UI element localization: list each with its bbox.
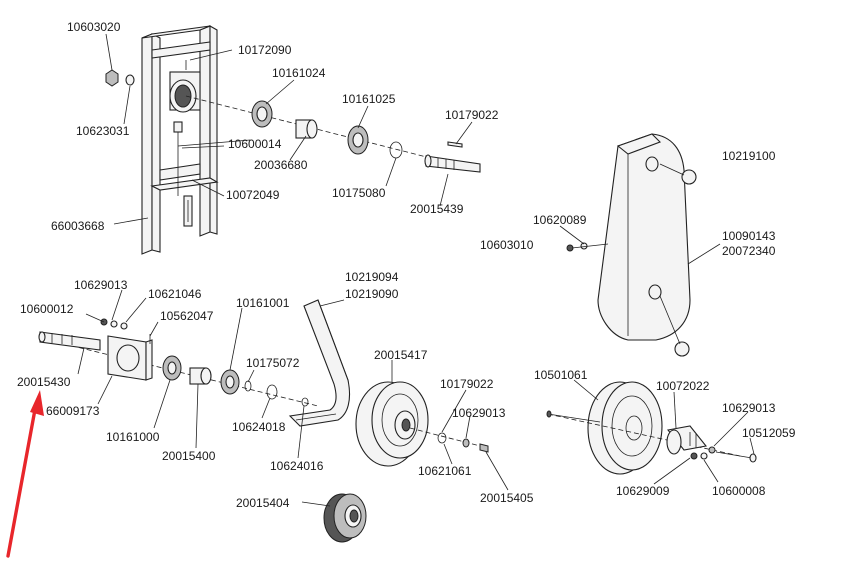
label-20072340: 20072340 — [722, 244, 776, 258]
label-10219094: 10219094 — [345, 270, 399, 284]
lower-shaft-assembly — [38, 318, 319, 407]
label-10603010: 10603010 — [480, 238, 534, 252]
label-10600014: 10600014 — [228, 137, 282, 151]
label-10562047: 10562047 — [160, 309, 214, 323]
pulley-20015417 — [355, 381, 489, 467]
label-10161025: 10161025 — [342, 92, 396, 106]
label-10090143: 10090143 — [722, 229, 776, 243]
label-10621046: 10621046 — [148, 287, 202, 301]
label-10072022: 10072022 — [656, 379, 710, 393]
label-10600012: 10600012 — [20, 302, 74, 316]
label-66009173: 66009173 — [46, 404, 100, 418]
label-10624018: 10624018 — [232, 420, 286, 434]
label-20015404: 20015404 — [236, 496, 290, 510]
label-10179022-top: 10179022 — [445, 108, 499, 122]
label-10629009: 10629009 — [616, 484, 670, 498]
label-20015430: 20015430 — [17, 375, 71, 389]
label-20015405: 20015405 — [480, 491, 534, 505]
label-10624016: 10624016 — [270, 459, 324, 473]
label-10161001: 10161001 — [236, 296, 290, 310]
label-10623031: 10623031 — [76, 124, 130, 138]
upper-bearing-assembly — [251, 100, 481, 173]
label-20015400: 20015400 — [162, 449, 216, 463]
label-20015439: 20015439 — [410, 202, 464, 216]
leader-lines — [77, 33, 755, 507]
label-10172090: 10172090 — [238, 43, 292, 57]
drive-belt — [288, 299, 351, 427]
label-10603020: 10603020 — [67, 20, 121, 34]
label-20015417: 20015417 — [374, 348, 428, 362]
label-10175072: 10175072 — [246, 356, 300, 370]
label-10219090: 10219090 — [345, 287, 399, 301]
red-pointer-arrow — [6, 390, 44, 558]
label-10512059: 10512059 — [742, 426, 796, 440]
label-20036680: 20036680 — [254, 158, 308, 172]
label-10629013-left: 10629013 — [74, 278, 128, 292]
label-10179022-mid: 10179022 — [440, 377, 494, 391]
label-10072049: 10072049 — [226, 188, 280, 202]
label-10161024: 10161024 — [272, 66, 326, 80]
label-10629013-mid: 10629013 — [452, 406, 506, 420]
label-10219100: 10219100 — [722, 149, 776, 163]
label-10501061: 10501061 — [534, 368, 588, 382]
belt-cover — [566, 133, 697, 357]
large-pulley-right — [546, 381, 757, 475]
label-66003668: 66003668 — [51, 219, 105, 233]
label-10161000: 10161000 — [106, 430, 160, 444]
label-10621061: 10621061 — [418, 464, 472, 478]
part-labels: 10603020 10172090 10161024 10623031 1016… — [17, 20, 796, 510]
label-10620089: 10620089 — [533, 213, 587, 227]
upper-axis-line — [185, 95, 471, 169]
label-10600008: 10600008 — [712, 484, 766, 498]
label-10629013-right: 10629013 — [722, 401, 776, 415]
label-10175080: 10175080 — [332, 186, 386, 200]
small-pulley-20015404 — [323, 493, 367, 543]
mounting-frame — [105, 25, 251, 255]
